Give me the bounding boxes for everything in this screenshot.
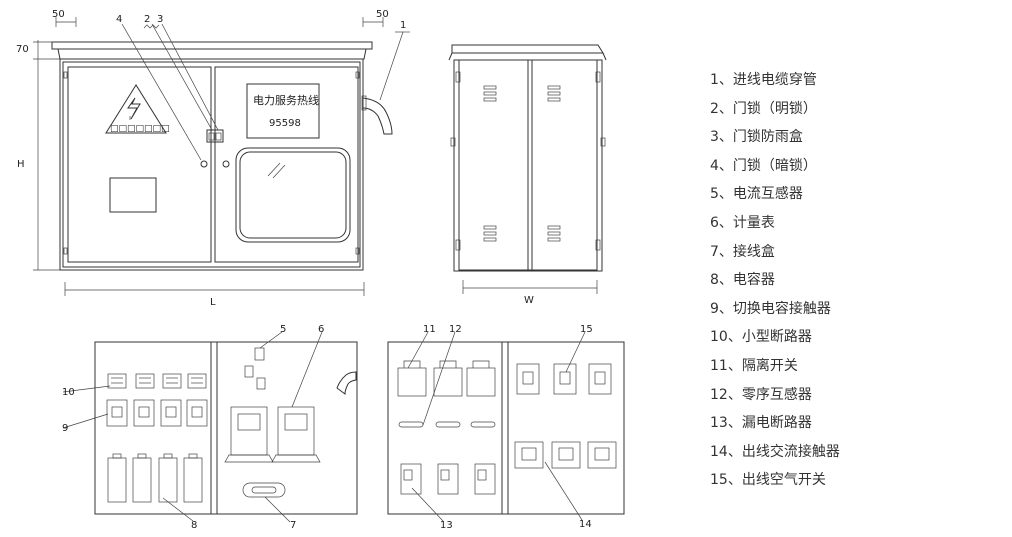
isolating-switch-row bbox=[397, 360, 496, 397]
current-transformer bbox=[256, 377, 266, 390]
interior-panel-right: 11 12 13 14 15 bbox=[387, 324, 625, 531]
dim-label-top-right: 50 bbox=[376, 9, 389, 20]
callout-11: 11 bbox=[423, 324, 436, 335]
dim-left: 70 H bbox=[16, 40, 60, 271]
legend-item: 4、门锁（暗锁） bbox=[710, 157, 817, 174]
legend-item: 5、电流互感器 bbox=[710, 186, 803, 203]
callout-12: 12 bbox=[449, 324, 462, 335]
legend-item: 15、出线空气开关 bbox=[710, 472, 826, 489]
callout-3: 3 bbox=[157, 14, 163, 25]
legend-item: 11、隔离开关 bbox=[710, 357, 798, 374]
callout-8: 8 bbox=[191, 520, 197, 531]
meter-window bbox=[235, 147, 351, 243]
hidden-lock-icon bbox=[222, 160, 230, 168]
legend-item: 9、切换电容接触器 bbox=[710, 300, 831, 317]
hinge bbox=[63, 71, 68, 79]
vent-icon bbox=[483, 85, 561, 242]
warning-sign: □□□□□□□ bbox=[105, 84, 170, 134]
current-transformer bbox=[244, 365, 254, 378]
legend-item: 10、小型断路器 bbox=[710, 329, 812, 346]
left-door-plate bbox=[109, 177, 157, 213]
front-view: 50 50 70 H L bbox=[16, 9, 410, 308]
side-view: W bbox=[448, 44, 607, 306]
meter-window-inner bbox=[239, 151, 347, 239]
roof-cap bbox=[51, 41, 373, 50]
cabinet-frame bbox=[62, 61, 361, 268]
dim-top-right: 50 bbox=[362, 9, 389, 27]
rcd-breaker-row bbox=[400, 463, 496, 495]
meter-pair bbox=[224, 406, 321, 463]
legend-item: 3、门锁防雨盒 bbox=[710, 129, 803, 146]
hinge bbox=[355, 71, 360, 79]
contactor-row bbox=[106, 399, 208, 427]
hidden-lock-icon bbox=[200, 160, 208, 168]
callout-5: 5 bbox=[280, 324, 286, 335]
right-door bbox=[214, 66, 359, 263]
small-breaker-row bbox=[107, 373, 207, 389]
dim-label-width: W bbox=[524, 295, 534, 306]
dim-label-top-left: 50 bbox=[52, 9, 65, 20]
legend-item: 14、出线交流接触器 bbox=[710, 443, 840, 460]
callout-10: 10 bbox=[62, 387, 75, 398]
warning-placard: □□□□□□□ bbox=[110, 124, 170, 134]
capacitor-row bbox=[107, 453, 203, 503]
callout-2: 2 bbox=[144, 14, 150, 25]
hotline-placard bbox=[246, 83, 320, 139]
zero-sequence-ct-row bbox=[398, 421, 496, 428]
dim-label-roof: 70 bbox=[16, 44, 29, 55]
hotline-title: 电力服务热线 bbox=[253, 93, 319, 107]
callout-15: 15 bbox=[580, 324, 593, 335]
cable-conduit bbox=[362, 97, 393, 135]
callout-9: 9 bbox=[62, 423, 68, 434]
hinge bbox=[355, 247, 360, 255]
door-lock-box bbox=[206, 129, 224, 143]
legend-item: 8、电容器 bbox=[710, 272, 775, 289]
callout-13: 13 bbox=[440, 520, 453, 531]
interior-panel-left: 10 9 8 7 5 6 bbox=[62, 324, 358, 531]
current-transformer bbox=[254, 347, 265, 361]
callout-6: 6 bbox=[318, 324, 324, 335]
legend-item: 12、零序互感器 bbox=[710, 386, 812, 403]
hotline-number: 95598 bbox=[269, 118, 301, 129]
junction-box bbox=[242, 482, 286, 498]
dim-label-length: L bbox=[210, 297, 216, 308]
hinge bbox=[63, 247, 68, 255]
legend-item: 7、接线盒 bbox=[710, 243, 775, 260]
ac-contactor-row bbox=[514, 441, 617, 469]
dim-bottom: L bbox=[64, 282, 365, 308]
roof-eave bbox=[57, 48, 367, 60]
dim-top-left: 50 bbox=[52, 9, 77, 27]
dim-label-height: H bbox=[17, 159, 25, 170]
air-switch-row bbox=[516, 363, 612, 395]
cable-conduit-stub bbox=[336, 371, 357, 395]
legend-item: 2、门锁（明锁） bbox=[710, 100, 817, 117]
callout-14: 14 bbox=[579, 519, 592, 530]
callout-4: 4 bbox=[116, 14, 122, 25]
callout-1: 1 bbox=[400, 20, 406, 31]
side-roof bbox=[451, 44, 604, 54]
legend-item: 1、进线电缆穿管 bbox=[710, 72, 817, 88]
legend-item: 6、计量表 bbox=[710, 214, 775, 231]
component-legend: 1、进线电缆穿管 2、门锁（明锁） 3、门锁防雨盒 4、门锁（暗锁） 5、电流互… bbox=[710, 66, 840, 495]
legend-item: 13、漏电断路器 bbox=[710, 415, 812, 432]
left-door bbox=[67, 66, 212, 263]
callout-7: 7 bbox=[290, 520, 296, 531]
